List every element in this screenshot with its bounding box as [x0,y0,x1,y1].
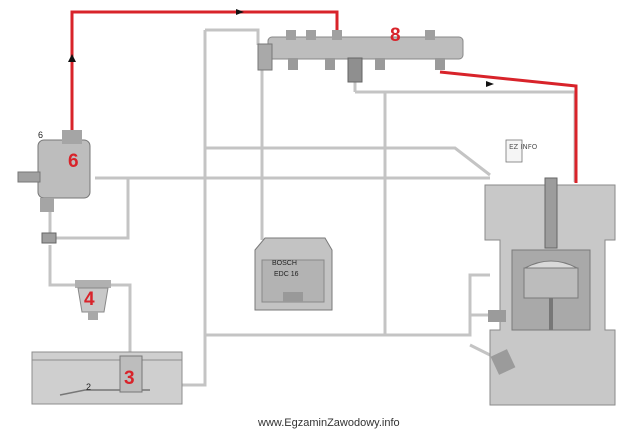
tank-sensor-label: 3 [124,368,135,389]
engine-cylinder [484,177,616,406]
high-pressure-lines [70,10,578,183]
ecu-unit: BOSCH EDC 16 [254,237,333,311]
common-rail: 8 [257,25,464,83]
pressure-sensor [41,232,57,244]
pump-small-label: 6 [38,130,43,140]
flow-arrows [68,9,494,87]
tank-small-label: 2 [86,382,91,392]
filter-label: 4 [84,289,95,310]
ez-info-badge: EZ INFO [505,139,538,163]
arrow-right-icon [236,9,244,15]
high-pressure-pump: 6 6 [17,130,91,212]
pump-label: 6 [68,151,79,172]
ecu-brand: BOSCH [272,260,297,267]
arrow-up-icon [68,54,76,62]
fuel-filter: 4 [75,280,111,320]
rail-label: 8 [390,25,401,46]
arrow-right-icon [486,81,494,87]
watermark-text: www.EgzaminZawodowy.info [257,417,400,429]
ecu-model: EDC 16 [274,271,299,278]
badge-text: EZ INFO [509,143,538,151]
fuel-tank: 2 3 [31,351,183,405]
